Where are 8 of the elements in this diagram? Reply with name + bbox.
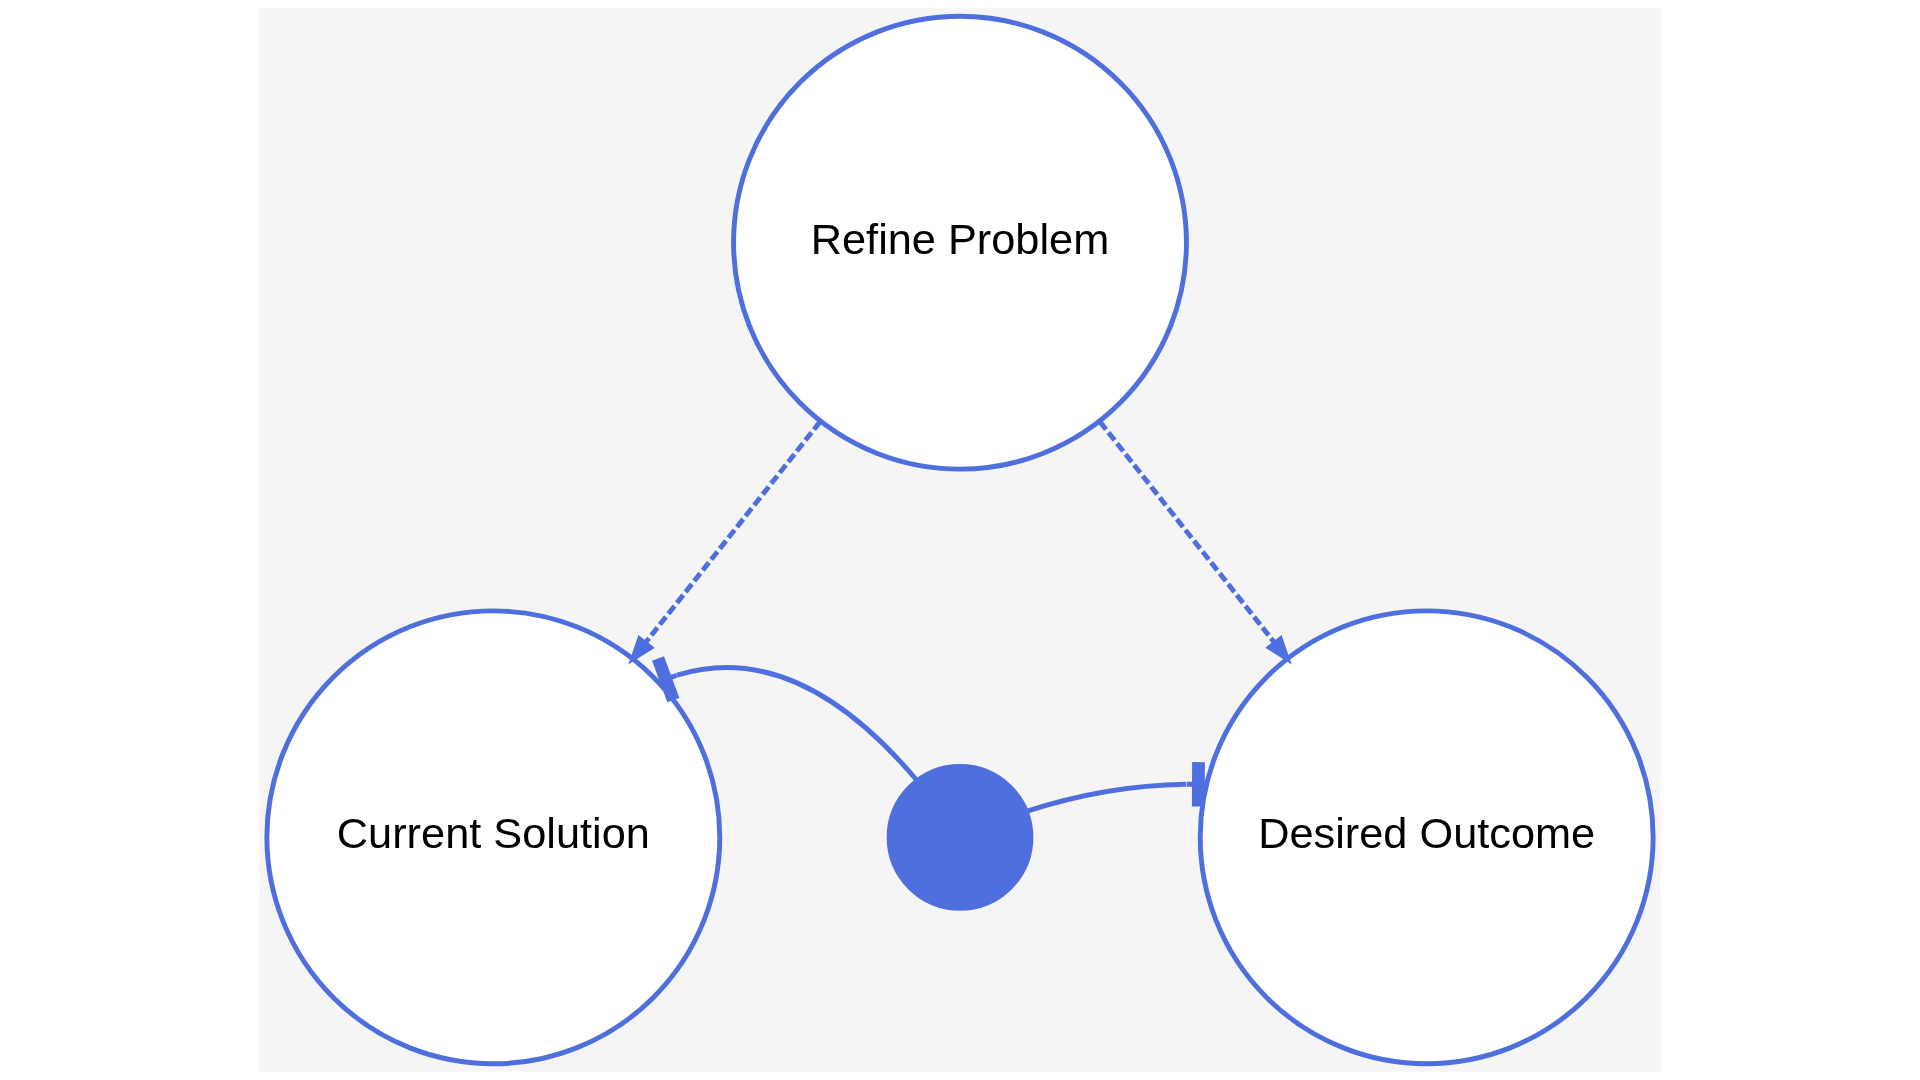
connector — [1025, 762, 1207, 814]
node-circle — [886, 764, 1034, 911]
node-circle: Refine Problem — [731, 13, 1189, 472]
arrow — [1098, 420, 1292, 665]
arrow — [628, 420, 822, 665]
node-circle: Desired Outcome — [1197, 608, 1656, 1067]
connector — [652, 656, 919, 783]
node-circle: Current Solution — [264, 608, 723, 1067]
